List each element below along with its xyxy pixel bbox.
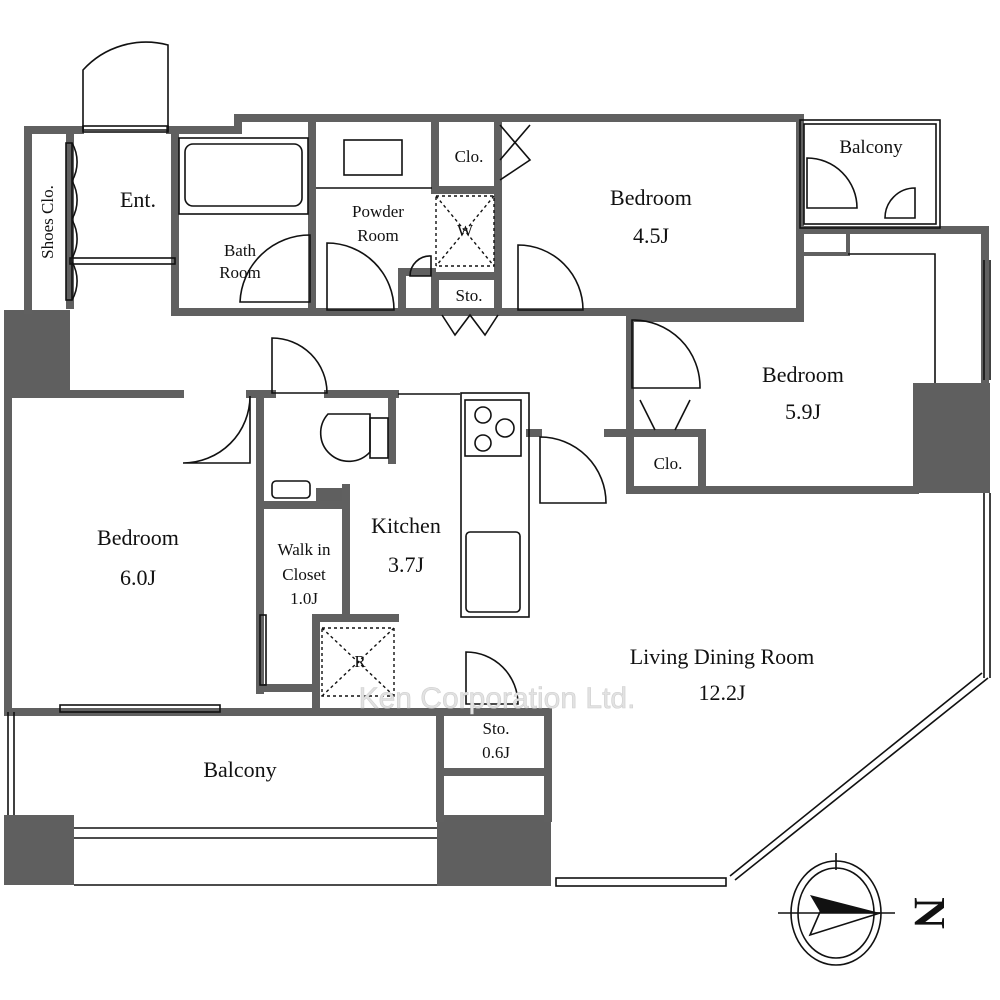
room-label-powder: Powder [352, 202, 404, 221]
windows [7, 119, 991, 887]
room-label-wic: Walk in [278, 540, 331, 559]
walls [4, 114, 989, 822]
room-size-storage-ldk: 0.6J [482, 743, 510, 762]
room-label-storage-top: Sto. [456, 286, 483, 305]
room-size-bedroom-a: 4.5J [633, 223, 670, 248]
room-label-living-dining: Living Dining Room [630, 644, 815, 669]
room-label-balcony-bottom: Balcony [203, 757, 276, 782]
room-size-wic: 1.0J [290, 589, 318, 608]
compass-north-label: N [905, 897, 954, 929]
room-label-closet-top: Clo. [455, 147, 484, 166]
room-size-bedroom-b: 5.9J [785, 399, 822, 424]
room-size-bedroom-c: 6.0J [120, 565, 157, 590]
room-label-bedroom-c: Bedroom [97, 525, 179, 550]
room-label-shoes-closet: Shoes Clo. [38, 185, 57, 259]
washer-label: W [457, 221, 474, 240]
room-size-living-dining: 12.2J [698, 680, 746, 705]
room-label-bedroom-b: Bedroom [762, 362, 844, 387]
structural-columns [4, 310, 990, 886]
room-label-bath: Bath [224, 241, 257, 260]
room-label-closet-b: Clo. [654, 454, 683, 473]
room-label-bath-2: Room [219, 263, 261, 282]
doors [65, 41, 916, 705]
room-label-wic-2: Closet [282, 565, 326, 584]
room-size-kitchen: 3.7J [388, 552, 425, 577]
fixtures [178, 137, 530, 697]
room-label-powder-2: Room [357, 226, 399, 245]
room-label-kitchen: Kitchen [371, 513, 441, 538]
refrigerator-label: R [354, 652, 366, 671]
room-label-entrance: Ent. [120, 187, 156, 212]
room-label-bedroom-a: Bedroom [610, 185, 692, 210]
compass-icon: N [778, 853, 954, 966]
room-label-balcony-top: Balcony [839, 137, 903, 158]
room-label-storage-ldk: Sto. [483, 719, 510, 738]
watermark: Ken Corporation Ltd. [359, 682, 636, 715]
